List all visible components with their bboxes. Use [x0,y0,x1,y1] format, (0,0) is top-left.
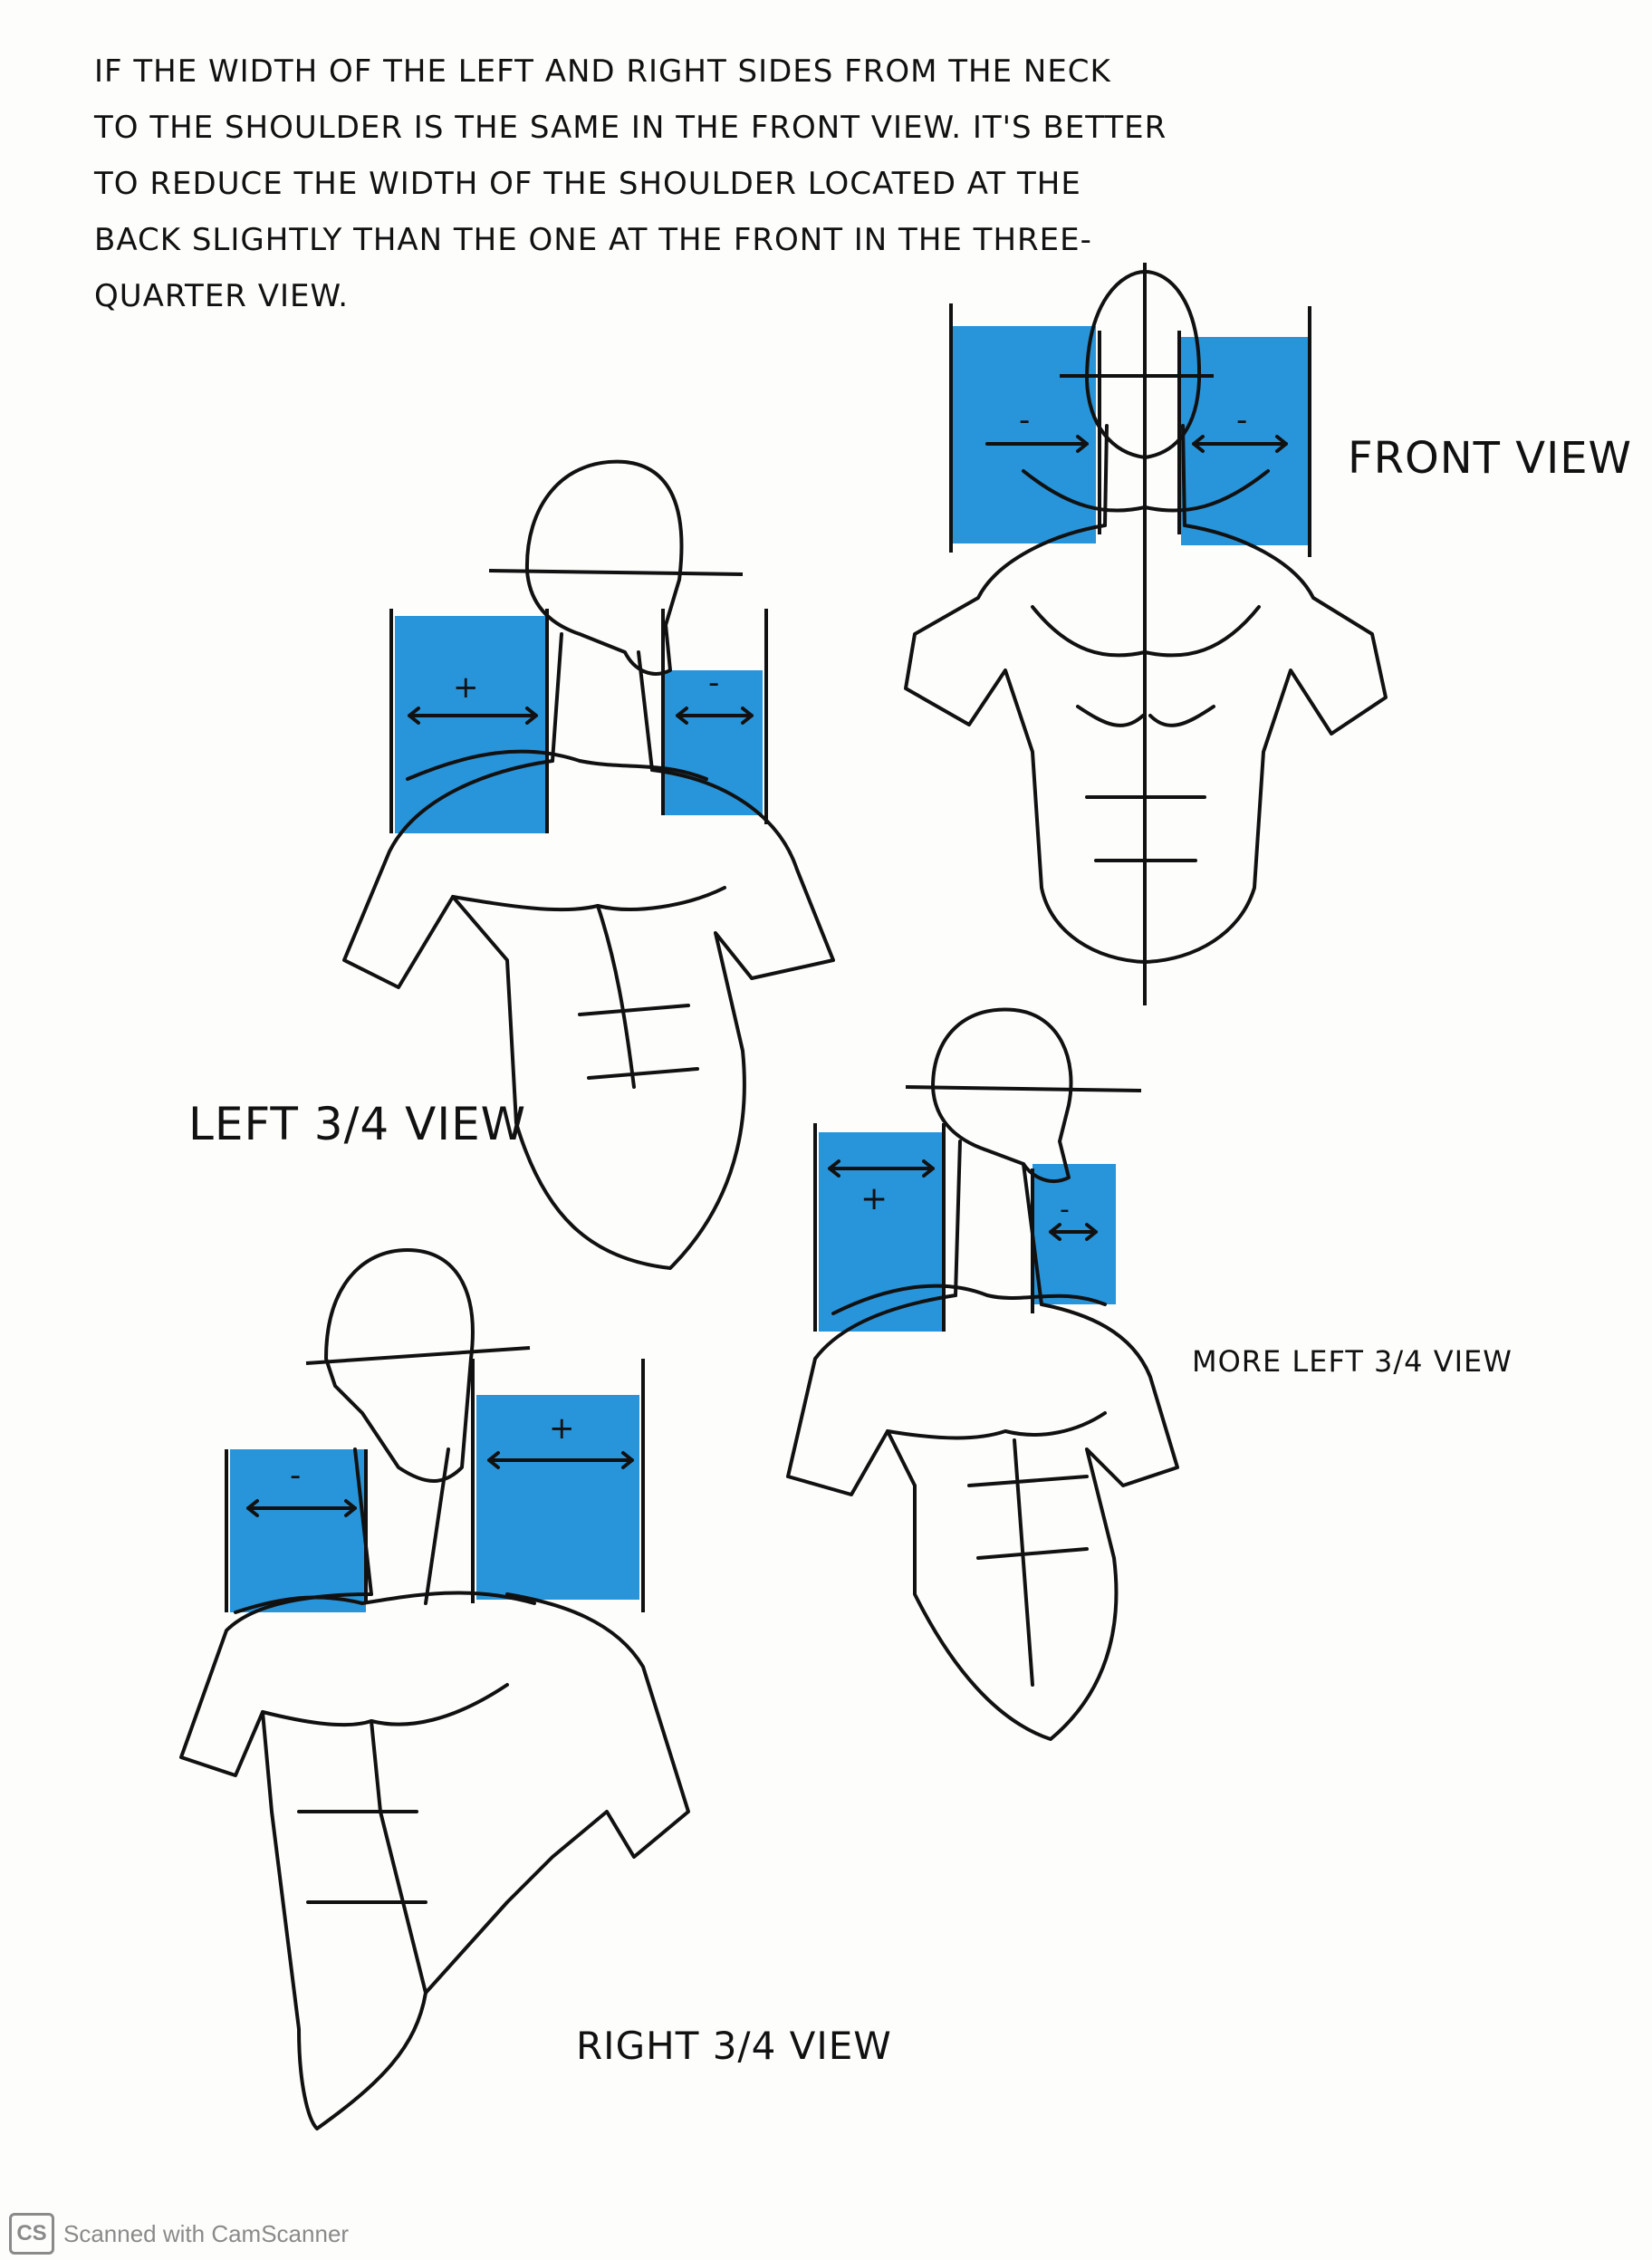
left-three-quarter-figure: + - [342,459,835,1270]
watermark-text: Scanned with CamScanner [63,2219,350,2247]
more-left-three-quarter-figure: + - [786,1007,1179,1741]
left-front-highlight [395,616,549,833]
left-front-mark: + [453,669,480,706]
front-left-mark: - [1019,402,1031,438]
intro-line-1: IF THE WIDTH OF THE LEFT AND RIGHT SIDES… [94,53,1111,90]
right-back-arrow [246,1499,357,1517]
right-front-mark: + [549,1410,576,1447]
more-left-back-mark: - [1060,1194,1071,1226]
front-right-highlight [1181,337,1308,545]
label-more-left-three-quarter-view: MORE LEFT 3/4 VIEW [1192,1344,1513,1379]
more-left-back-arrow [1049,1223,1098,1241]
front-view-figure: - - [904,263,1388,1005]
intro-line-3: TO REDUCE THE WIDTH OF THE SHOULDER LOCA… [94,166,1081,202]
right-three-quarter-figure: - + [179,1248,690,2130]
more-left-front-arrow [828,1159,935,1178]
front-right-mark: - [1236,402,1248,438]
intro-paragraph: IF THE WIDTH OF THE LEFT AND RIGHT SIDES… [94,43,1167,324]
front-left-highlight [953,326,1096,543]
label-right-three-quarter-view: RIGHT 3/4 VIEW [576,2024,892,2068]
right-back-mark: - [290,1457,302,1494]
more-left-front-highlight [819,1132,946,1332]
front-left-arrow [985,435,1089,453]
left-back-mark: - [708,665,720,701]
left-back-arrow [676,707,754,725]
right-front-arrow [487,1451,634,1469]
more-left-front-mark: + [860,1180,888,1217]
intro-line-5: QUARTER VIEW. [94,278,350,314]
front-right-arrow [1192,435,1288,453]
right-back-highlight [230,1449,366,1612]
right-front-highlight [476,1395,639,1600]
camscanner-watermark: CS Scanned with CamScanner [0,2207,349,2260]
left-front-arrow [408,707,538,725]
label-left-three-quarter-view: LEFT 3/4 VIEW [188,1098,527,1150]
left-back-highlight [663,670,763,815]
camscanner-logo-icon: CS [9,2213,54,2255]
intro-line-4: BACK SLIGHTLY THAN THE ONE AT THE FRONT … [94,222,1092,258]
more-left-back-highlight [1032,1164,1116,1304]
label-front-view: FRONT VIEW [1348,433,1633,484]
intro-line-2: TO THE SHOULDER IS THE SAME IN THE FRONT… [94,110,1167,146]
